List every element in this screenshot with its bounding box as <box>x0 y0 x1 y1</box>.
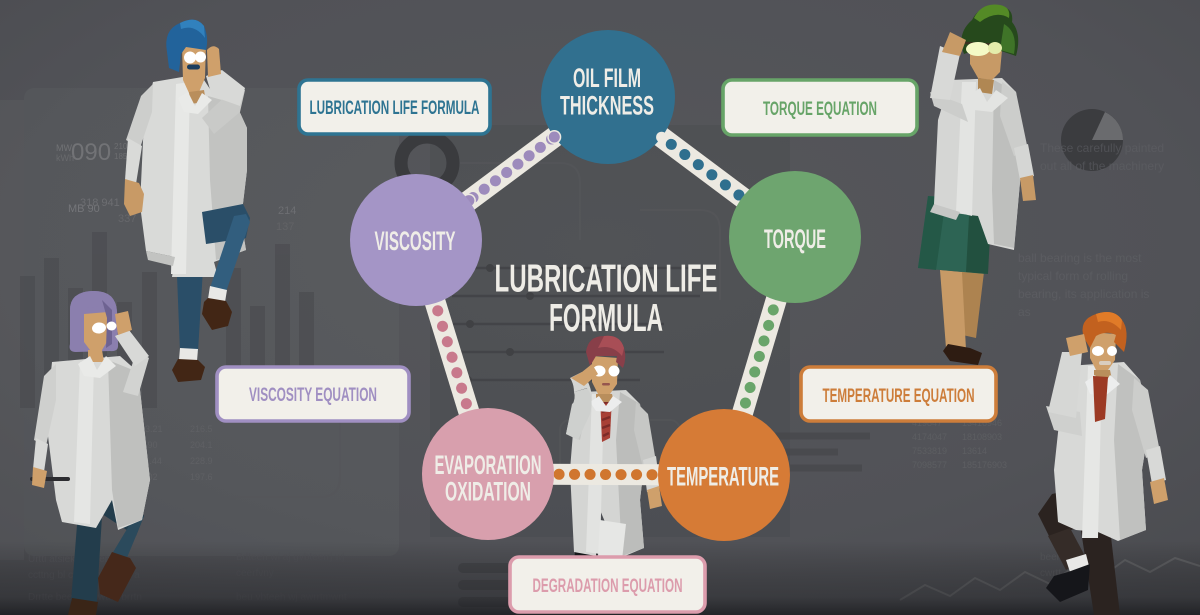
svg-text:TEMPERATURE: TEMPERATURE <box>667 462 779 492</box>
svg-text:DEGRADATION EQUATION: DEGRADATION EQUATION <box>533 576 683 597</box>
svg-text:TEMPERATURE EQUATION: TEMPERATURE EQUATION <box>823 386 975 407</box>
svg-text:LUBRICATION LIFE: LUBRICATION LIFE <box>495 258 718 301</box>
svg-text:LUBRICATION LIFE FORMULA: LUBRICATION LIFE FORMULA <box>310 98 480 119</box>
svg-text:VISCOSITY: VISCOSITY <box>375 226 456 256</box>
svg-text:OIL FILM: OIL FILM <box>573 63 641 93</box>
svg-text:TORQUE: TORQUE <box>764 224 826 254</box>
svg-text:THICKNESS: THICKNESS <box>560 91 654 121</box>
svg-text:FORMULA: FORMULA <box>549 297 663 340</box>
svg-text:EVAPORATION: EVAPORATION <box>435 450 542 480</box>
svg-text:VISCOSITY EQUATION: VISCOSITY EQUATION <box>249 385 377 406</box>
svg-text:OXIDATION: OXIDATION <box>445 477 531 507</box>
svg-text:TORQUE EQUATION: TORQUE EQUATION <box>763 99 877 120</box>
